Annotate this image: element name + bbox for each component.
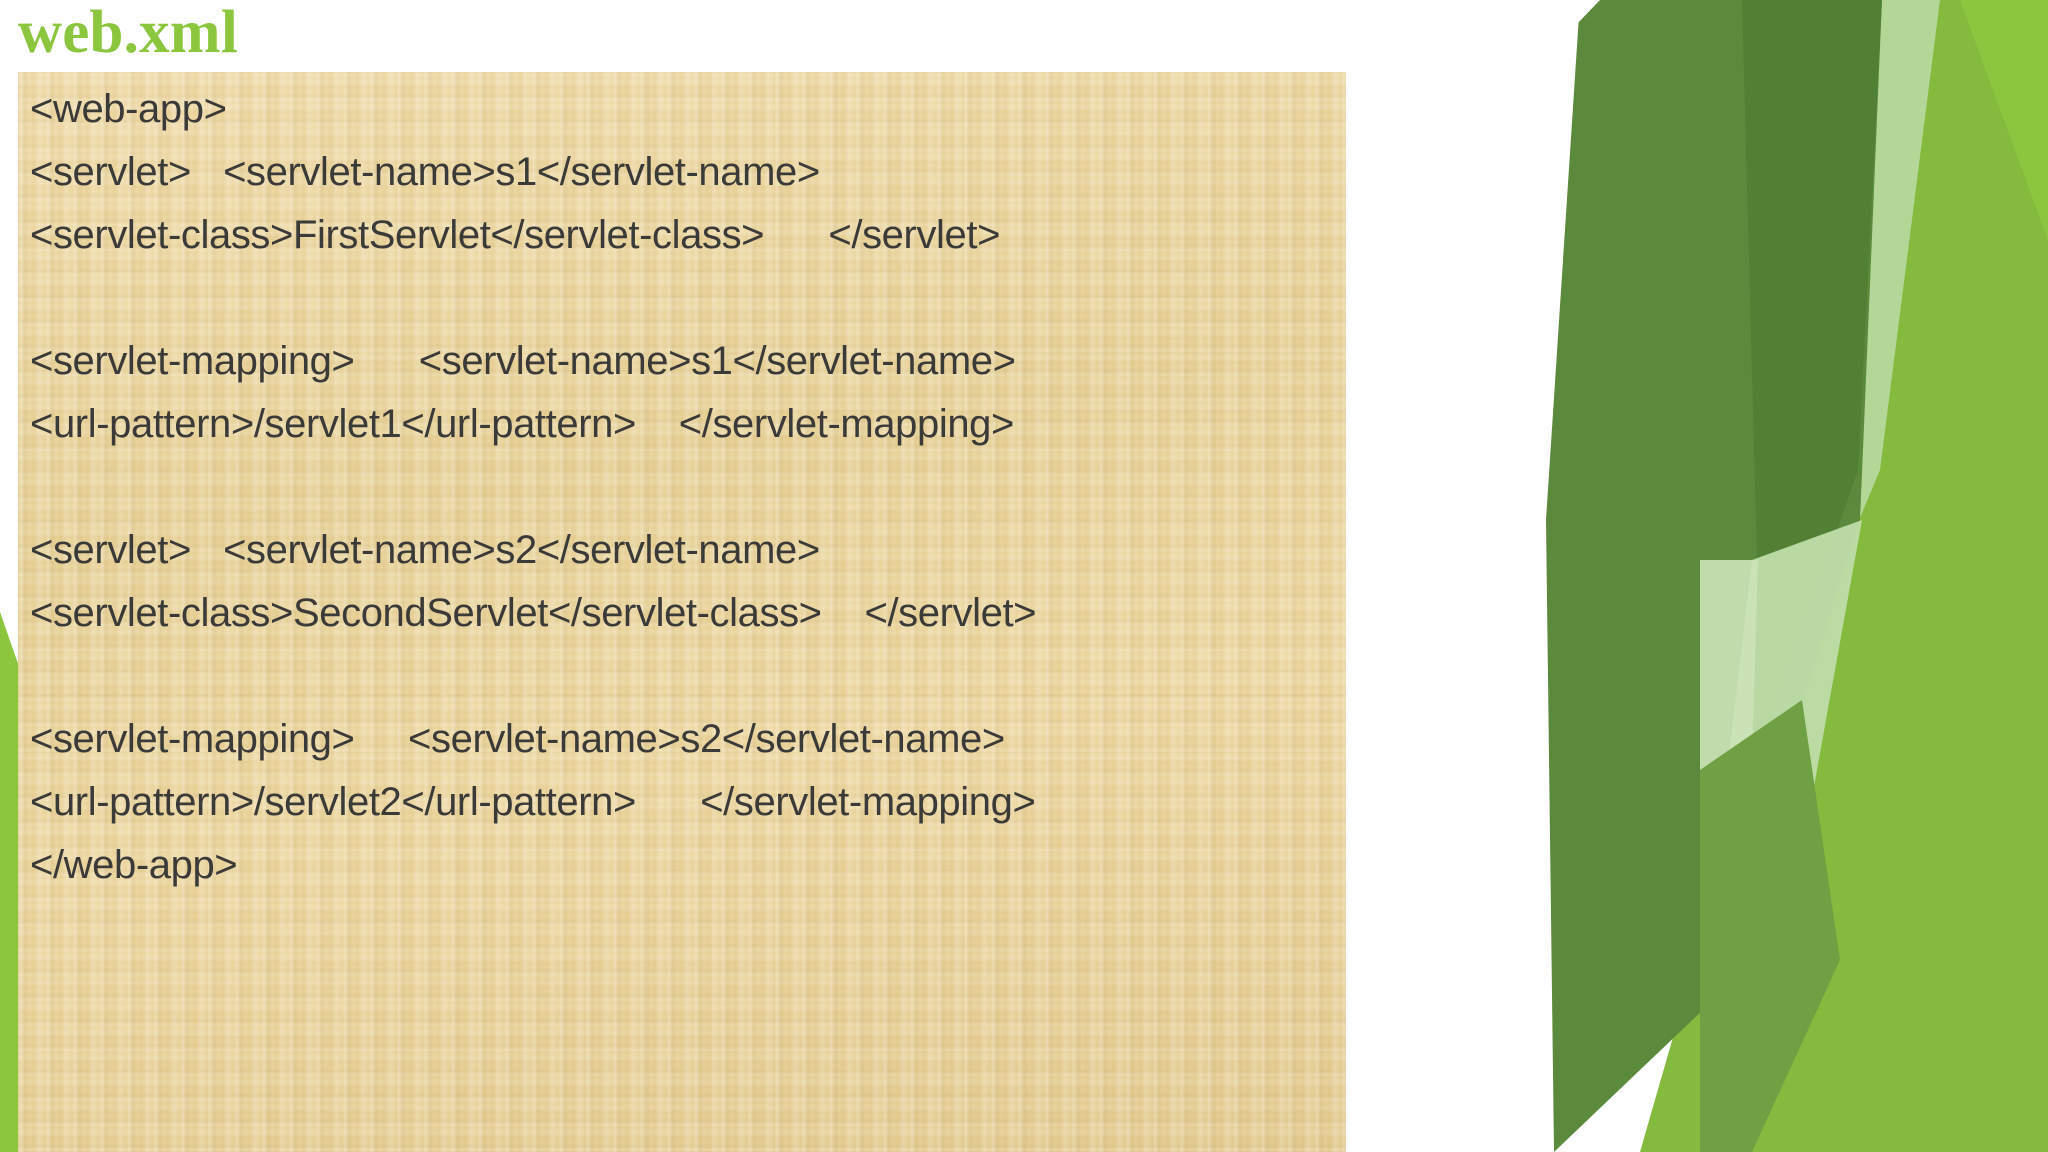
deco-shape-dark-slab [1546,0,1882,1152]
code-line: <url-pattern>/servlet2</url-pattern> </s… [30,780,1036,824]
code-line-blank [30,645,1346,708]
code-line: <servlet> <servlet-name>s2</servlet-name… [30,528,820,572]
code-line: <servlet-mapping> <servlet-name>s2</serv… [30,717,1005,761]
deco-shape-pale-left [1700,520,1862,1000]
deco-shape-dark-overlay [1742,0,1882,745]
content-panel: <web-app> <servlet> <servlet-name>s1</se… [18,72,1346,1152]
code-block: <web-app> <servlet> <servlet-name>s1</se… [30,78,1346,897]
page-title: web.xml [18,0,238,66]
code-line: <servlet-class>SecondServlet</servlet-cl… [30,591,1037,635]
code-line: <url-pattern>/servlet1</url-pattern> </s… [30,402,1014,446]
deco-shape-pale-wedge [1700,560,1758,780]
deco-shape-white-sliver [1348,0,1600,250]
code-line: <servlet-class>FirstServlet</servlet-cla… [30,213,1001,257]
code-line: <web-app> [30,87,227,131]
deco-shape-bright-band [1640,0,2048,1152]
deco-shape-mid-green-bottom [1700,700,1840,1152]
deco-shape-right-bright [1734,0,2048,1152]
deco-shape-pale-upper [1700,0,1940,900]
code-line-blank [30,456,1346,519]
code-line: </web-app> [30,843,238,887]
code-line: <servlet> <servlet-name>s1</servlet-name… [30,150,820,194]
code-line-blank [30,267,1346,330]
code-line: <servlet-mapping> <servlet-name>s1</serv… [30,339,1016,383]
